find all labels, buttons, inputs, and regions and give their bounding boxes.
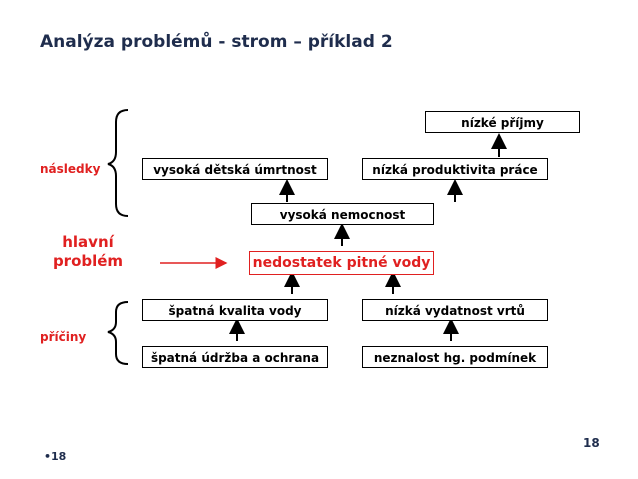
main-problem-label-line1: hlavní — [62, 233, 114, 251]
box-low-income: nízké příjmy — [425, 111, 580, 133]
consequences-brace — [107, 109, 129, 217]
consequences-label: následky — [40, 162, 101, 176]
page-number: 18 — [583, 436, 600, 450]
box-child-mortality: vysoká dětská úmrtnost — [142, 158, 328, 180]
box-poor-maintenance: špatná údržba a ochrana — [142, 346, 328, 368]
box-main-problem: nedostatek pitné vody — [249, 251, 434, 275]
box-unknown-hydrogeology: neznalost hg. podmínek — [362, 346, 548, 368]
main-problem-label: hlavní problém — [48, 233, 128, 271]
slide-number: •18 — [44, 450, 67, 463]
causes-label: příčiny — [40, 330, 87, 344]
box-high-morbidity: vysoká nemocnost — [251, 203, 434, 225]
page-title: Analýza problémů - strom – příklad 2 — [40, 32, 393, 52]
box-low-well-yield: nízká vydatnost vrtů — [362, 299, 548, 321]
box-poor-water-quality: špatná kvalita vody — [142, 299, 328, 321]
main-problem-label-line2: problém — [52, 252, 124, 270]
causes-brace — [107, 301, 129, 365]
box-low-productivity: nízká produktivita práce — [362, 158, 548, 180]
